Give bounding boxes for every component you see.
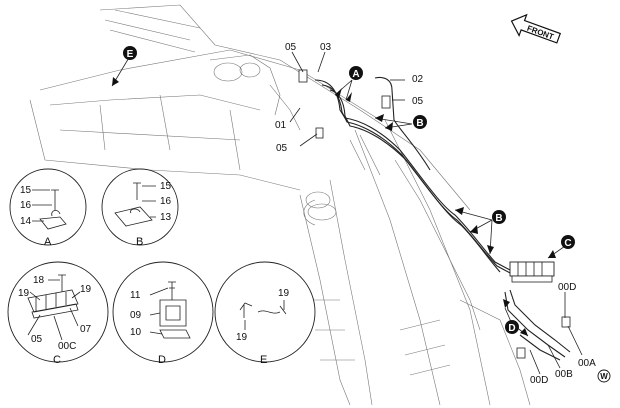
detail-d-label-10: 10	[130, 327, 142, 338]
arrowheads	[112, 77, 556, 336]
bubble-c: C	[561, 235, 575, 249]
detail-d-label-11: 11	[130, 290, 141, 301]
svg-text:A: A	[352, 69, 359, 80]
detail-e-label-19-bottom: 19	[236, 332, 248, 343]
label-02: 02	[412, 74, 424, 85]
detail-d-label-09: 09	[130, 310, 142, 321]
detail-view-e: 19 19 E	[214, 261, 316, 366]
detail-b-caption: B	[136, 236, 143, 248]
hose-lines	[314, 76, 571, 361]
boom-structure	[29, 4, 531, 406]
detail-a-caption: A	[44, 236, 52, 248]
detail-view-c: 18 19 19 05 00C 07 C	[7, 261, 109, 366]
clamp-assembly-c	[509, 261, 555, 283]
fittings	[298, 69, 571, 359]
detail-c-label-19-left: 19	[18, 288, 30, 299]
label-05-top: 05	[285, 42, 297, 53]
bubble-a: A	[349, 66, 363, 80]
detail-c-label-19-right: 19	[80, 284, 92, 295]
label-03: 03	[320, 42, 332, 53]
front-arrow-icon: FRONT	[510, 13, 562, 44]
svg-text:B: B	[416, 118, 423, 129]
bubble-b-lower: B	[492, 210, 506, 224]
watermark-logo: W	[597, 369, 611, 383]
detail-b-label-15: 15	[160, 181, 172, 192]
detail-c-label-07: 07	[80, 324, 92, 335]
main-part-labels: 05 03 02 05 01 05 00D 00A 00D 00B	[275, 42, 596, 386]
svg-text:W: W	[600, 372, 608, 381]
detail-b-label-16: 16	[160, 196, 172, 207]
detail-d-caption: D	[158, 354, 166, 366]
label-01: 01	[275, 120, 287, 131]
detail-b-label-13: 13	[160, 212, 172, 223]
label-00A: 00A	[578, 358, 596, 369]
label-05-mid: 05	[276, 143, 288, 154]
detail-c-caption: C	[53, 354, 61, 366]
detail-e-caption: E	[260, 354, 267, 366]
detail-a-label-14: 14	[20, 216, 32, 227]
svg-text:E: E	[127, 49, 134, 60]
svg-text:B: B	[495, 213, 502, 224]
label-00D-top: 00D	[558, 282, 576, 293]
bubble-e: E	[123, 46, 137, 60]
detail-c-label-00C: 00C	[58, 341, 76, 352]
detail-view-a: 15 16 14 A	[9, 168, 87, 248]
detail-e-label-19-top: 19	[278, 288, 290, 299]
leader-lines	[111, 51, 583, 375]
svg-text:C: C	[564, 238, 571, 249]
svg-text:D: D	[508, 323, 515, 334]
detail-c-label-05: 05	[31, 334, 43, 345]
bubble-d: D	[505, 320, 519, 334]
detail-a-label-15: 15	[20, 185, 32, 196]
detail-view-b: 15 16 13 B	[101, 168, 179, 248]
detail-view-d: 11 09 10 D	[112, 261, 214, 366]
label-00D-bottom: 00D	[530, 375, 548, 386]
label-05-right: 05	[412, 96, 424, 107]
label-00B: 00B	[555, 369, 573, 380]
detail-a-label-16: 16	[20, 200, 32, 211]
bubble-b-upper: B	[413, 115, 427, 129]
view-bubbles: A B B C D E	[123, 46, 575, 334]
detail-c-label-18: 18	[33, 275, 45, 286]
